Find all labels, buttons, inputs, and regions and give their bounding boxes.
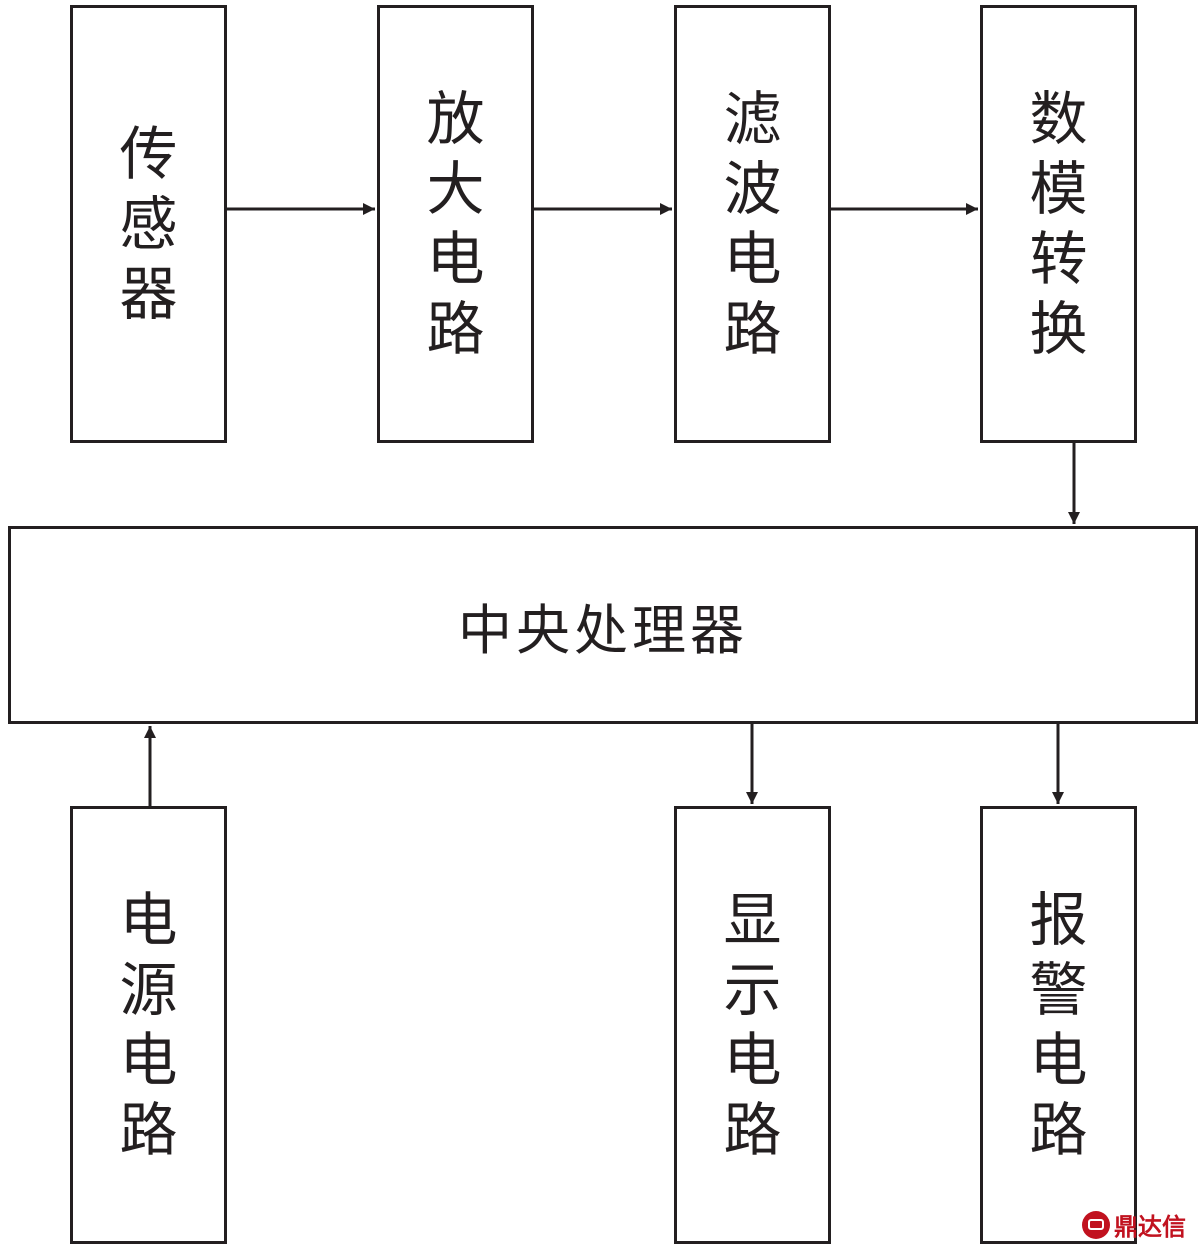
cpu-label: 中央处理器 xyxy=(458,598,748,662)
display-node: 显示电路 xyxy=(674,806,831,1244)
watermark-logo-icon xyxy=(1082,1210,1110,1239)
amplifier-label: 放大电路 xyxy=(426,85,485,363)
adc-label: 数模转换 xyxy=(1029,85,1088,363)
alarm-node: 报警电路 xyxy=(980,806,1137,1244)
filter-node: 滤波电路 xyxy=(674,5,831,443)
watermark-text: 鼎达信 xyxy=(1114,1213,1186,1241)
display-label: 显示电路 xyxy=(723,886,782,1164)
power-label: 电源电路 xyxy=(119,886,178,1164)
sensor-node: 传感器 xyxy=(70,5,227,443)
watermark: 鼎达信 xyxy=(1082,1207,1186,1242)
filter-label: 滤波电路 xyxy=(723,85,782,363)
power-node: 电源电路 xyxy=(70,806,227,1244)
alarm-label: 报警电路 xyxy=(1029,886,1088,1164)
adc-node: 数模转换 xyxy=(980,5,1137,443)
amplifier-node: 放大电路 xyxy=(377,5,534,443)
cpu-node: 中央处理器 xyxy=(8,526,1198,724)
sensor-label: 传感器 xyxy=(119,120,178,328)
